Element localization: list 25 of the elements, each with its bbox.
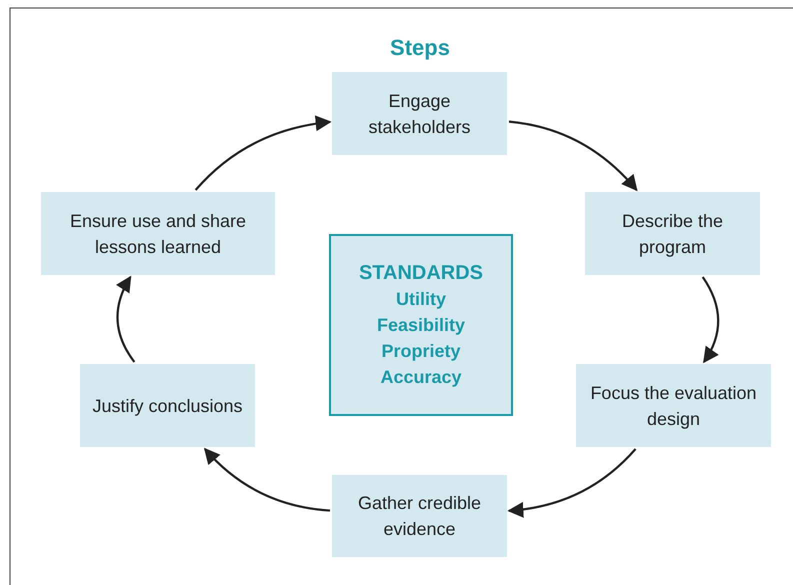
step-box [80,364,255,447]
arrow [508,120,638,192]
list-item: Feasibility [376,314,466,337]
step-label: Ensure use and share lessons learned [68,210,248,258]
step-box [576,364,771,447]
list-item: Utility [396,288,446,311]
step-box [332,72,507,155]
list-item: Accuracy [380,366,462,389]
step-box [41,192,275,275]
step-label: Gather credible evidence [356,492,482,541]
arrow [194,116,332,191]
step-box [585,192,760,275]
title: Steps [389,35,451,61]
step-label: Engage stakeholders [367,90,472,138]
box-heading: STANDARDS [358,261,484,286]
standards-box [329,234,513,416]
step-label: Focus the evaluation design [589,382,758,431]
arrow [204,448,330,512]
list-item: Propriety [381,340,461,363]
step-label: Describe the program [620,210,724,259]
step-label: Justify conclusions [92,394,243,418]
arrow [116,276,136,363]
arrow [507,448,636,518]
arrow [702,276,720,364]
step-box [332,475,507,557]
